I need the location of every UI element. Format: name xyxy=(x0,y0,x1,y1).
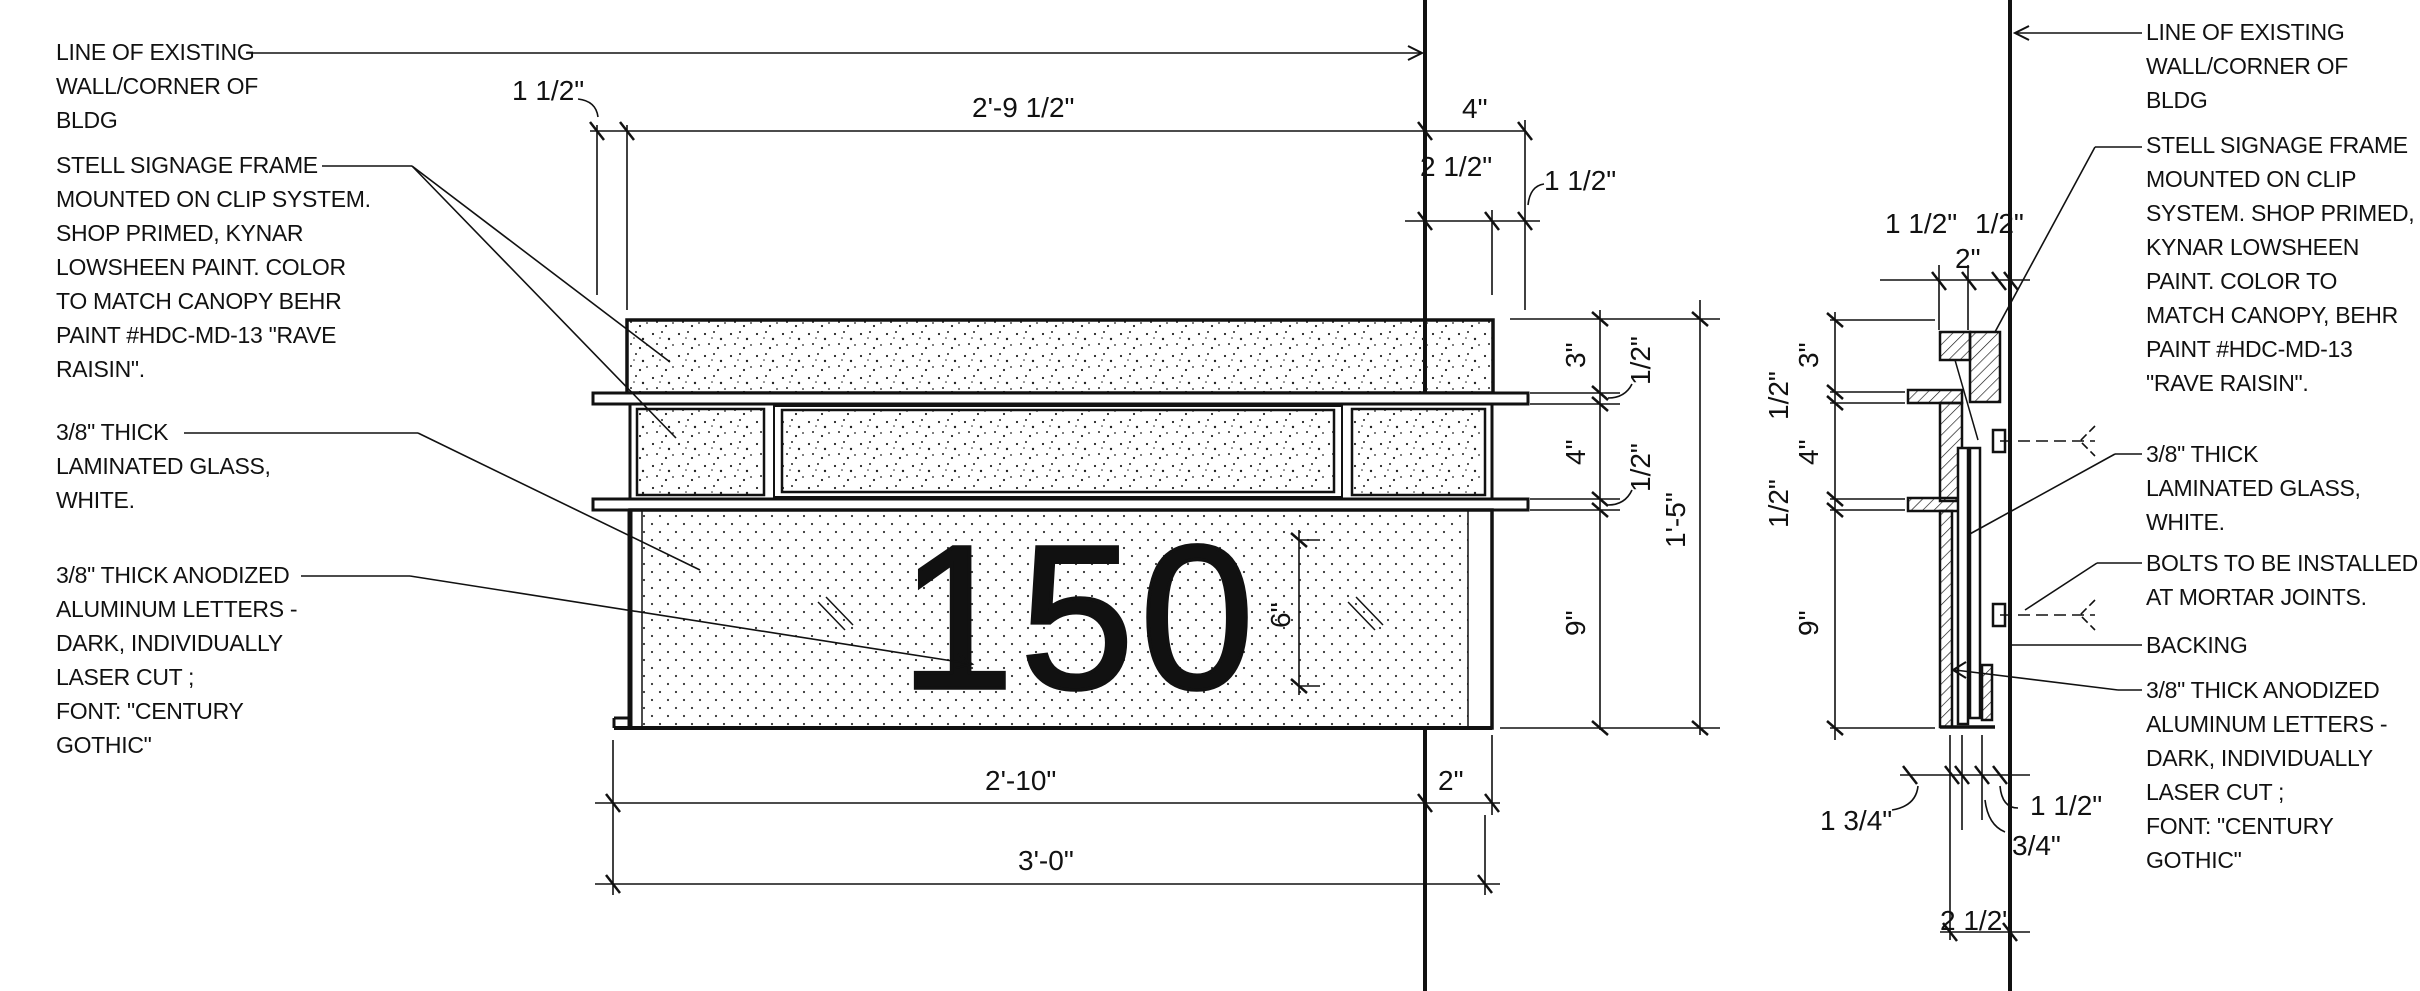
sign-section xyxy=(1906,330,2007,729)
sec-dim-panel-nine: 9" xyxy=(1793,610,1824,636)
sec-dim-bottom-two-half: 2 1/2" xyxy=(1940,905,2012,936)
dim-wall-one-half: 1 1/2" xyxy=(1544,165,1616,196)
sec-dim-rail-upper: 1/2" xyxy=(1763,371,1794,420)
note-right-backing: BACKING xyxy=(2146,632,2248,658)
note-left-line-of-existing-wall: LINE OF EXISTING WALL/CORNER OF BLDG xyxy=(56,39,258,133)
note-left-signage-frame: STELL SIGNAGE FRAME MOUNTED ON CLIP SYST… xyxy=(56,152,371,382)
dim-wall-two-half: 2 1/2" xyxy=(1420,151,1492,182)
dim-wall-four: 4" xyxy=(1462,93,1488,124)
dim-rail-lower: 1/2" xyxy=(1625,443,1656,492)
note-right-signage-frame: STELL SIGNAGE FRAME MOUNTED ON CLIP SYST… xyxy=(2146,132,2415,396)
dim-top-band: 3" xyxy=(1560,342,1591,368)
left-leader-lines xyxy=(184,45,1425,669)
note-right-laminated-glass: 3/8" THICK LAMINATED GLASS, WHITE. xyxy=(2146,441,2361,535)
sec-dim-bottom-one-three-quarter: 1 3/4" xyxy=(1820,805,1892,836)
note-right-bolts: BOLTS TO BE INSTALLED AT MORTAR JOINTS. xyxy=(2146,550,2418,610)
sign-elevation xyxy=(591,318,1530,730)
sign-number: 150 xyxy=(900,503,1260,732)
dim-rail-upper: 1/2" xyxy=(1625,336,1656,385)
dim-letter-height: 6" xyxy=(1265,602,1296,628)
dim-frame-offset: 1 1/2" xyxy=(512,75,584,106)
dim-glass-band: 4" xyxy=(1560,439,1591,465)
note-right-aluminum-letters: 3/8" THICK ANODIZED ALUMINUM LETTERS - D… xyxy=(2146,677,2388,873)
dim-right-gap: 2" xyxy=(1438,765,1464,796)
dim-overall-height: 1'-5" xyxy=(1660,492,1691,548)
sec-dim-band-three: 3" xyxy=(1793,342,1824,368)
sec-dim-bottom-three-quarter: 3/4" xyxy=(2012,830,2061,861)
elevation-dimension-lines xyxy=(577,98,1720,895)
dim-top-width: 2'-9 1/2" xyxy=(972,92,1074,123)
note-left-laminated-glass: 3/8" THICK LAMINATED GLASS, WHITE. xyxy=(56,419,271,513)
right-leader-lines xyxy=(1951,25,2142,691)
dim-panel: 9" xyxy=(1560,610,1591,636)
sec-dim-bottom-one-half: 1 1/2" xyxy=(2030,790,2102,821)
sec-dim-top-right: 1/2" xyxy=(1975,208,2024,239)
note-left-aluminum-letters: 3/8" THICK ANODIZED ALUMINUM LETTERS - D… xyxy=(56,562,298,758)
sec-dim-rail-lower: 1/2" xyxy=(1763,479,1794,528)
sec-dim-top-mid: 2" xyxy=(1955,243,1981,274)
sec-dim-top-left: 1 1/2" xyxy=(1885,208,1957,239)
dim-overall-width: 3'-0" xyxy=(1018,845,1074,876)
sec-dim-glass-four: 4" xyxy=(1793,439,1824,465)
dim-panel-width: 2'-10" xyxy=(985,765,1056,796)
section-dimension-lines xyxy=(1826,265,2030,942)
note-right-line-of-existing-wall: LINE OF EXISTING WALL/CORNER OF BLDG xyxy=(2146,19,2348,113)
